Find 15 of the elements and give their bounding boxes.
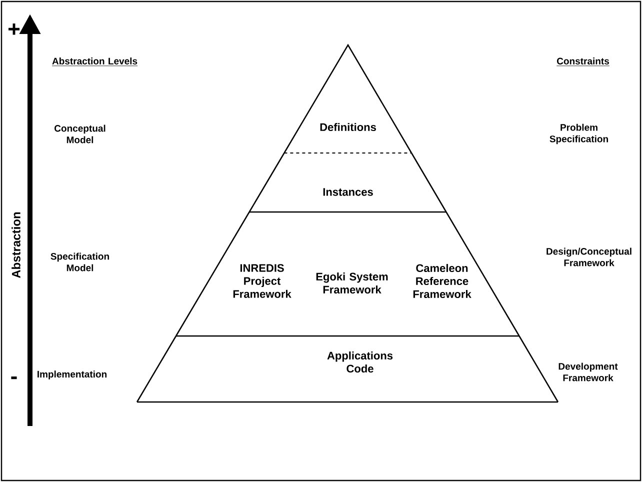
heading: Abstraction Levels — [52, 58, 138, 66]
level-label: Design/Conceptual Framework — [546, 248, 632, 266]
heading: Constraints — [556, 58, 610, 66]
sign-label: + — [8, 24, 20, 35]
axis-label: Abstraction — [12, 212, 20, 278]
level-label: Problem Specification — [550, 124, 608, 144]
level-label: Development Framework — [558, 362, 618, 382]
pyramid-layer: Instances — [248, 152, 447, 212]
level-label: Conceptual Model — [54, 124, 106, 144]
pyramid-layer: Applications Code — [136, 335, 559, 403]
pyramid-layer: Definitions — [284, 44, 412, 154]
level-label: Specification Model — [50, 252, 109, 272]
pyramid-layer: INREDIS Project Framework Egoki System Framework Cameleon Reference Framework — [175, 211, 520, 336]
level-label: Implementation — [38, 370, 107, 380]
sign-label: - — [11, 376, 17, 380]
